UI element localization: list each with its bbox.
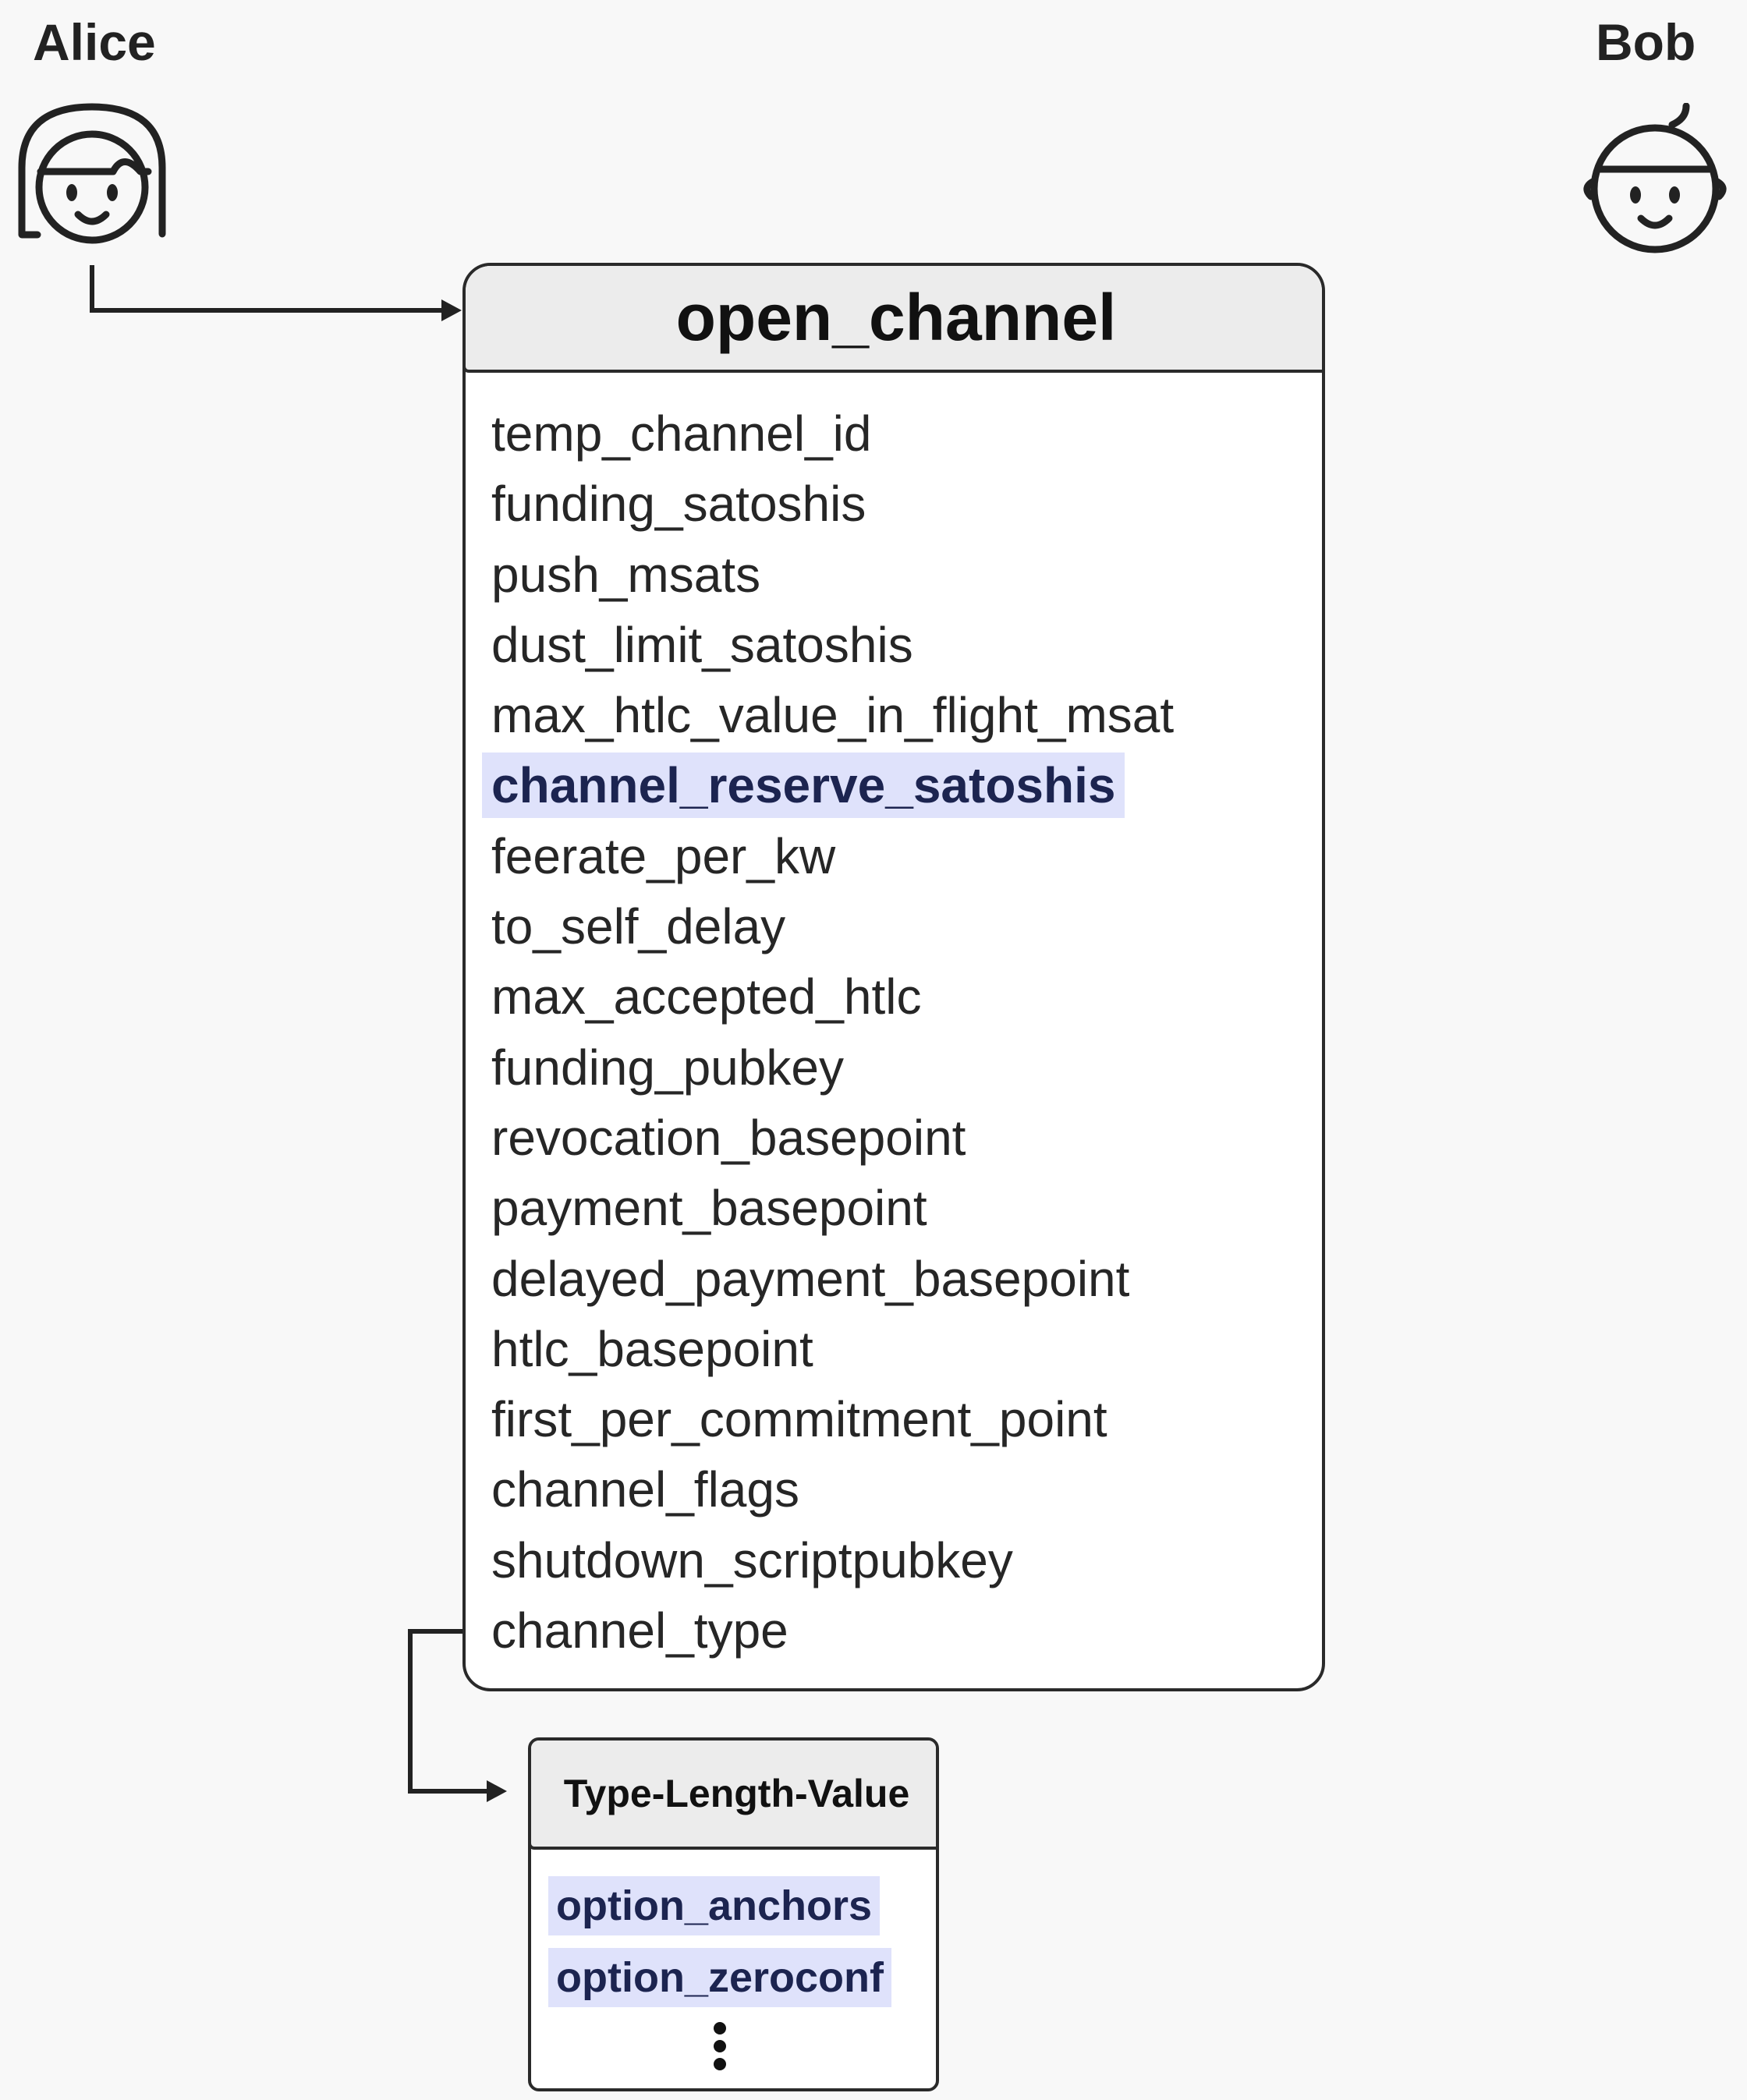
- tlv-arrowhead: [487, 1780, 507, 1802]
- field-label: max_htlc_value_in_flight_msat: [491, 687, 1175, 744]
- field-label: htlc_basepoint: [491, 1320, 813, 1377]
- field-max-htlc-value-in-flight-msat: max_htlc_value_in_flight_msat: [491, 680, 1174, 750]
- field-label: channel_flags: [491, 1461, 799, 1518]
- field-label: channel_reserve_satoshis: [482, 753, 1125, 819]
- field-label: delayed_payment_basepoint: [491, 1250, 1130, 1307]
- field-label: payment_basepoint: [491, 1180, 927, 1237]
- field-label: revocation_basepoint: [491, 1109, 966, 1166]
- field-label: funding_pubkey: [491, 1039, 844, 1096]
- message-title: open_channel: [466, 266, 1322, 373]
- open-channel-message: open_channel temp_channel_id funding_sato…: [462, 263, 1325, 1691]
- tlv-item-option-zeroconf: option_zeroconf: [548, 1948, 891, 2007]
- woman-face-icon: [18, 103, 166, 244]
- field-label: feerate_per_kw: [491, 827, 836, 884]
- field-label: dust_limit_satoshis: [491, 616, 913, 673]
- alice-label: Alice: [33, 13, 156, 71]
- field-first-per-commitment-point: first_per_commitment_point: [491, 1384, 1174, 1454]
- alice-to-message-arrow: [90, 265, 445, 313]
- field-shutdown-scriptpubkey: shutdown_scriptpubkey: [491, 1525, 1174, 1595]
- field-channel-reserve-satoshis: channel_reserve_satoshis: [482, 750, 1174, 820]
- field-channel-flags: channel_flags: [491, 1454, 1174, 1525]
- tlv-title: Type-Length-Value: [531, 1741, 936, 1850]
- tlv-box: Type-Length-Value option_anchors option_z…: [528, 1737, 939, 2091]
- field-temp-channel-id: temp_channel_id: [491, 398, 1174, 469]
- field-max-accepted-htlc: max_accepted_htlc: [491, 961, 1174, 1032]
- vertical-ellipsis-icon: [714, 2022, 726, 2070]
- field-label: push_msats: [491, 546, 761, 603]
- field-funding-satoshis: funding_satoshis: [491, 469, 1174, 539]
- field-revocation-basepoint: revocation_basepoint: [491, 1103, 1174, 1173]
- tlv-item-option-anchors: option_anchors: [548, 1876, 881, 1935]
- field-payment-basepoint: payment_basepoint: [491, 1173, 1174, 1243]
- field-label: temp_channel_id: [491, 405, 872, 462]
- field-htlc-basepoint: htlc_basepoint: [491, 1314, 1174, 1384]
- field-label: funding_satoshis: [491, 476, 866, 533]
- channel-type-to-tlv-arrow: [408, 1629, 493, 1794]
- field-label: to_self_delay: [491, 898, 786, 955]
- tlv-item-list: option_anchors option_zeroconf: [548, 1876, 891, 2020]
- field-push-msats: push_msats: [491, 540, 1174, 610]
- message-field-list: temp_channel_id funding_satoshis push_msat…: [482, 398, 1174, 1666]
- field-dust-limit-satoshis: dust_limit_satoshis: [491, 610, 1174, 680]
- field-delayed-payment-basepoint: delayed_payment_basepoint: [491, 1244, 1174, 1314]
- alice-arrowhead: [441, 299, 462, 321]
- field-label: max_accepted_htlc: [491, 969, 922, 1025]
- field-label: channel_type: [491, 1602, 788, 1659]
- field-to-self-delay: to_self_delay: [491, 891, 1174, 961]
- bob-label: Bob: [1596, 13, 1696, 71]
- field-feerate-per-kw: feerate_per_kw: [491, 821, 1174, 891]
- field-funding-pubkey: funding_pubkey: [491, 1032, 1174, 1103]
- man-face-icon: [1583, 103, 1727, 253]
- field-label: shutdown_scriptpubkey: [491, 1532, 1013, 1588]
- field-label: first_per_commitment_point: [491, 1391, 1107, 1448]
- field-channel-type: channel_type: [491, 1595, 1174, 1666]
